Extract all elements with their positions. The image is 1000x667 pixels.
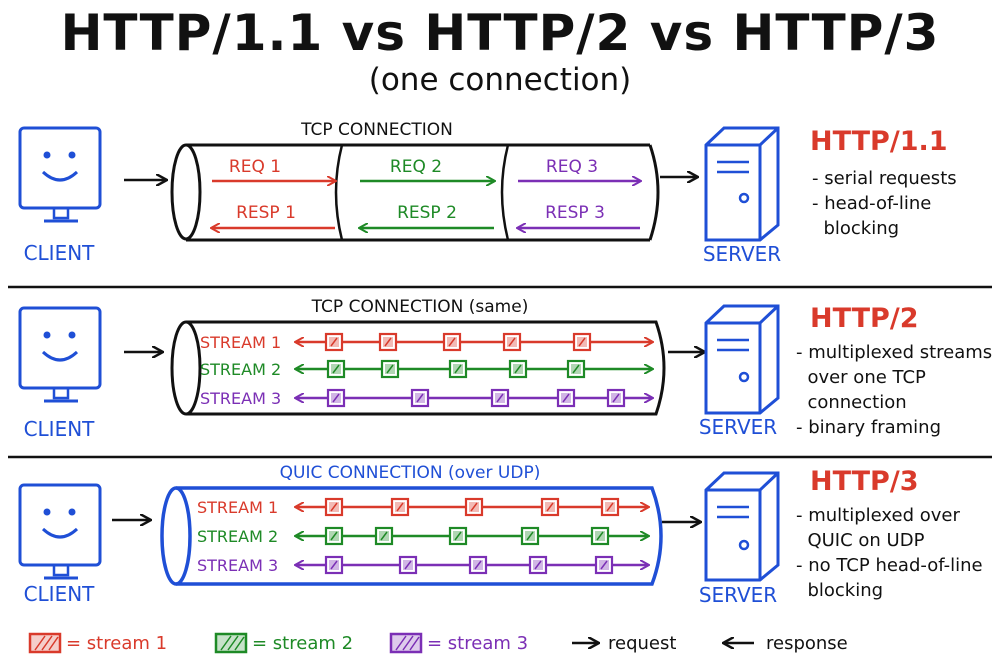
request-label: REQ 3 <box>546 157 598 177</box>
stream-lanes: STREAM 1 STREAM 2 STREAM 3 <box>200 332 652 408</box>
client-monitor-icon <box>18 483 102 580</box>
packet-frame-icon <box>324 526 344 546</box>
client-label: CLIENT <box>24 241 96 265</box>
server-label: SERVER <box>699 583 777 607</box>
packet-frame-icon <box>410 388 430 408</box>
packet-frame-icon <box>448 526 468 546</box>
packet-frame-icon <box>590 526 610 546</box>
note-line: - head-of-line <box>812 193 932 214</box>
packet-frame-icon <box>324 332 344 352</box>
note-line: - multiplexed over <box>796 505 960 526</box>
client-monitor-icon <box>18 126 102 223</box>
note-line: over one TCP <box>796 367 926 388</box>
note-line: QUIC on UDP <box>796 530 925 551</box>
version-heading: HTTP/3 <box>810 466 919 497</box>
stream-label: STREAM 3 <box>200 389 281 408</box>
packet-frame-icon <box>442 332 462 352</box>
response-label: RESP 2 <box>397 203 457 223</box>
packet-frame-icon <box>490 388 510 408</box>
packet-frame-icon <box>540 497 560 517</box>
packet-frame-icon <box>378 332 398 352</box>
tcp-connection-pipe <box>170 143 660 242</box>
packet-frame-icon <box>606 388 626 408</box>
server-tower-icon <box>704 304 780 415</box>
legend-stream-3: = stream 3 <box>427 633 528 654</box>
request-label: REQ 2 <box>390 157 442 177</box>
packet-frame-icon <box>390 497 410 517</box>
packet-frame-icon <box>326 388 346 408</box>
server-tower-icon <box>704 471 780 582</box>
packet-frame-icon <box>214 632 248 654</box>
legend-stream-1: = stream 1 <box>66 633 167 654</box>
packet-frame-icon <box>600 497 620 517</box>
connection-label: TCP CONNECTION <box>300 120 453 140</box>
note-line: connection <box>796 392 907 413</box>
stream-label: STREAM 3 <box>197 556 278 575</box>
packet-frame-icon <box>528 555 548 575</box>
packet-frame-icon <box>502 332 522 352</box>
packet-frame-icon <box>556 388 576 408</box>
note-line: - multiplexed streams <box>796 342 993 363</box>
connection-label: TCP CONNECTION (same) <box>311 297 529 317</box>
server-tower-icon <box>704 126 780 242</box>
stream-label: STREAM 2 <box>197 527 278 546</box>
legend-stream-2: = stream 2 <box>252 633 353 654</box>
packet-frame-icon <box>572 332 592 352</box>
packet-frame-icon <box>374 526 394 546</box>
version-heading: HTTP/2 <box>810 303 919 334</box>
note-line: blocking <box>796 580 884 601</box>
packet-frame-icon <box>468 555 488 575</box>
legend-response: response <box>766 633 848 654</box>
note-line: - no TCP head-of-line <box>796 555 983 576</box>
row-http11: CLIENT TCP CONNECTION REQ 1 REQ 2 REQ 3 … <box>18 120 781 266</box>
page-title: HTTP/1.1 vs HTTP/2 vs HTTP/3 <box>60 4 940 62</box>
stream-label: STREAM 1 <box>200 333 281 352</box>
packet-frame-icon <box>508 359 528 379</box>
version-heading: HTTP/1.1 <box>810 126 948 157</box>
packet-frame-icon <box>28 632 62 654</box>
row-http2: CLIENT TCP CONNECTION (same) STREAM 1STR… <box>18 297 780 441</box>
packet-frame-icon <box>448 359 468 379</box>
client-label: CLIENT <box>24 582 96 606</box>
quic-connection-pipe <box>160 486 663 586</box>
server-label: SERVER <box>703 242 781 266</box>
client-monitor-icon <box>18 306 102 403</box>
response-label: RESP 1 <box>236 203 296 223</box>
legend-request: request <box>608 633 676 654</box>
packet-frame-icon <box>326 359 346 379</box>
legend: = stream 1 = stream 2 = stream 3 request… <box>28 632 848 654</box>
tcp-connection-pipe <box>170 320 666 416</box>
note-line: - binary framing <box>796 417 941 438</box>
packet-frame-icon <box>464 497 484 517</box>
notes-list: - multiplexed streams over one TCP conne… <box>796 340 992 440</box>
packet-frame-icon <box>324 497 344 517</box>
notes-list: - serial requests - head-of-line blockin… <box>812 166 957 241</box>
page-subtitle: (one connection) <box>368 62 632 98</box>
request-label: REQ 1 <box>229 157 281 177</box>
response-label: RESP 3 <box>545 203 605 223</box>
note-line: - serial requests <box>812 168 957 189</box>
stream-lanes: STREAM 1 STREAM 2 STREAM 3 <box>197 497 648 575</box>
notes-list: - multiplexed over QUIC on UDP - no TCP … <box>796 503 983 603</box>
note-line: blocking <box>812 218 900 239</box>
connection-label: QUIC CONNECTION (over UDP) <box>280 463 541 483</box>
packet-frame-icon <box>594 555 614 575</box>
stream-label: STREAM 1 <box>197 498 278 517</box>
packet-frame-icon <box>389 632 423 654</box>
row-http3: CLIENT QUIC CONNECTION (over UDP) STREAM… <box>18 463 780 607</box>
packet-frame-icon <box>324 555 344 575</box>
packet-frame-icon <box>520 526 540 546</box>
server-label: SERVER <box>699 415 777 439</box>
packet-frame-icon <box>566 359 586 379</box>
client-label: CLIENT <box>24 417 96 441</box>
packet-frame-icon <box>398 555 418 575</box>
stream-label: STREAM 2 <box>200 360 281 379</box>
packet-frame-icon <box>380 359 400 379</box>
